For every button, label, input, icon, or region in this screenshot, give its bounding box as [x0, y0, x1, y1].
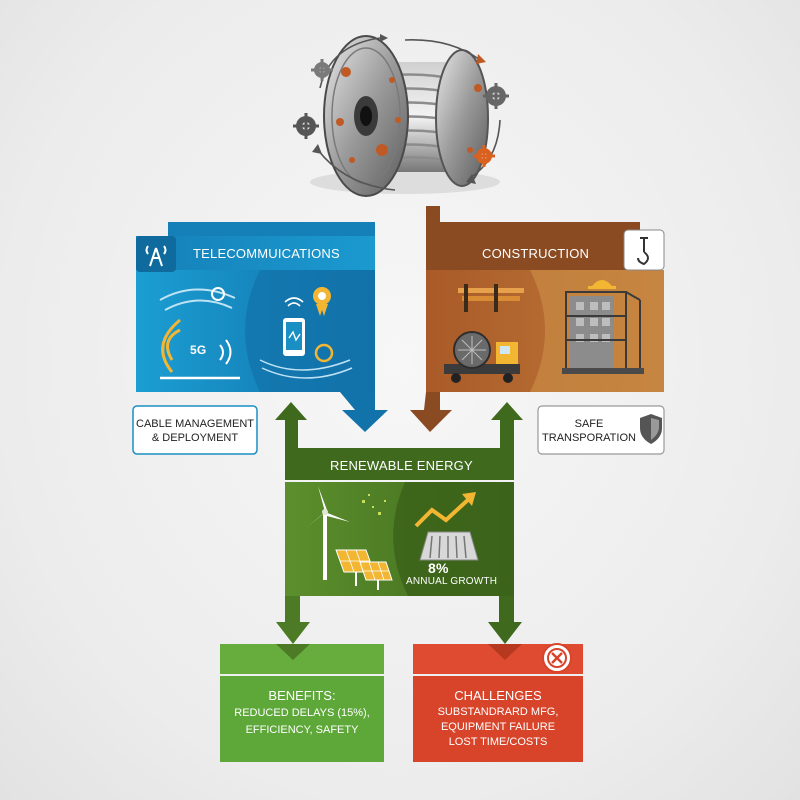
- construction-note: SAFE TRANSPORATION: [540, 417, 638, 445]
- renewable-header: [275, 402, 523, 480]
- telecom-note: CABLE MANAGEMENT & DEPLOYMENT: [133, 417, 257, 445]
- building-icon: [562, 280, 644, 374]
- telecom-down-arrow: [340, 392, 388, 432]
- benefits-title: BENEFITS:: [268, 688, 336, 703]
- benefits-line2: EFFICIENCY, SAFETY: [245, 724, 359, 736]
- growth-label: ANNUAL GROWTH: [406, 576, 498, 587]
- telecom-note-line1: CABLE MANAGEMENT: [136, 418, 254, 430]
- challenges-line3: LOST TIME/COSTS: [448, 736, 548, 748]
- solar-panel-icon: [335, 549, 393, 590]
- growth-value: 8%: [428, 560, 449, 576]
- five-g-badge: 5G: [190, 343, 207, 357]
- construction-panel: [426, 229, 665, 392]
- construction-callout: [537, 405, 665, 455]
- challenges-arrow: [488, 596, 522, 644]
- telecom-panel: [136, 236, 375, 392]
- telecom-title: TELECOMMUICATIONS: [193, 246, 340, 261]
- challenges-box: [413, 643, 583, 762]
- lumber-icon: [458, 284, 524, 312]
- construction-note-line2: TRANSPORATION: [542, 432, 636, 444]
- construction-title: CONSTRUCTION: [482, 246, 590, 261]
- construction-down-arrow: [410, 392, 464, 432]
- antenna-icon: [145, 245, 167, 267]
- benefits-arrow: [276, 596, 310, 644]
- challenges-line2: EQUIPMENT FAILURE: [440, 721, 556, 733]
- wind-turbine-icon: [306, 486, 350, 580]
- construction-connector: [426, 206, 640, 236]
- benefits-text: BENEFITS: REDUCED DELAYS (15%), EFFICIEN…: [220, 687, 384, 739]
- truck-icon: [444, 331, 520, 383]
- benefits-line1: REDUCED DELAYS (15%),: [234, 707, 370, 719]
- renewable-panel: [285, 482, 514, 596]
- construction-note-line1: SAFE: [574, 418, 604, 430]
- telecom-note-line2: & DEPLOYMENT: [151, 432, 239, 444]
- challenges-title: CHALLENGES: [454, 688, 542, 703]
- gear-icon: [293, 59, 509, 167]
- challenges-text: CHALLENGES SUBSTANDRARD MFG, EQUIPMENT F…: [413, 687, 583, 750]
- telecom-connector: [168, 206, 375, 236]
- crane-hook-icon: [637, 237, 649, 266]
- renewable-title: RENEWABLE ENERGY: [330, 458, 473, 473]
- challenges-line1: SUBSTANDRARD MFG,: [437, 706, 559, 718]
- telecom-callout: [132, 405, 258, 455]
- cable-drum-icon: [310, 34, 501, 197]
- benefits-box: [220, 644, 384, 762]
- battery-icon: [419, 531, 479, 561]
- growth-arrow-icon: [414, 492, 476, 528]
